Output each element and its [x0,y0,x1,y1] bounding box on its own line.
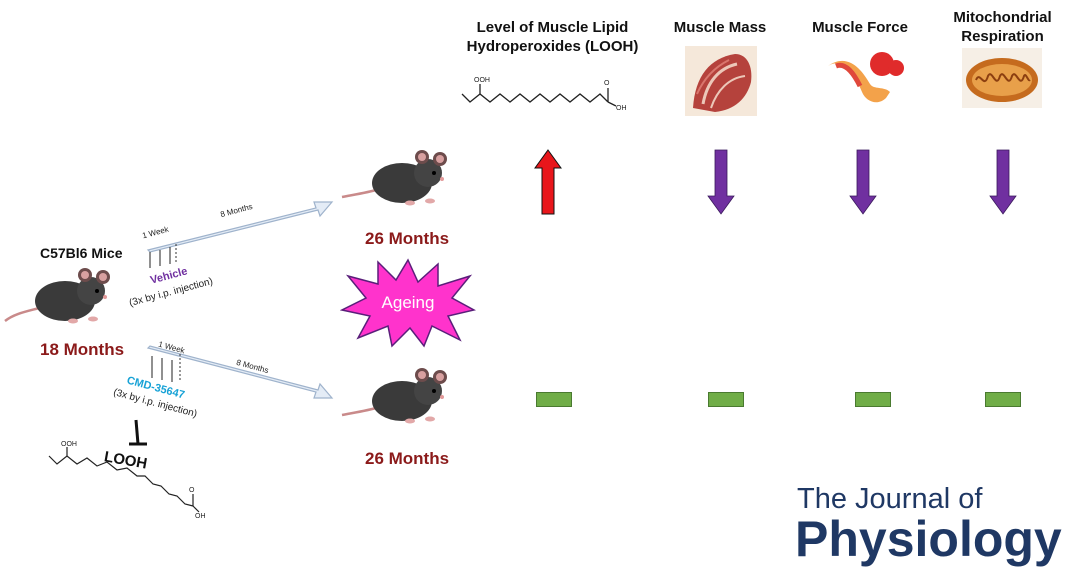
inhibition-symbol [129,419,147,446]
muscle-force-down-arrow [849,149,877,215]
mouse-icon-bottom [341,368,447,424]
muscle-mass-icon [685,46,757,116]
muscle-force-icon [828,52,904,103]
mitochondria-icon [962,48,1042,108]
timeline-arrow-top [146,201,334,268]
ageing-label: Ageing [382,293,435,312]
looh-structure-top: OOH O OH [461,77,627,112]
muscle-force-no-change-bar [855,392,891,407]
journal-name-line1: The Journal of [797,483,983,515]
muscle-mass-no-change-bar [708,392,744,407]
mouse-icon-top [341,150,447,206]
header-looh: Level of Muscle Lipid Hydroperoxides (LO… [466,19,639,55]
mouse-icon-start [4,268,110,324]
header-mitochondrial-respiration: Mitochondrial Respiration [953,9,1052,45]
o-label-top: O [604,80,610,87]
mito-no-change-bar [985,392,1021,407]
ooh-label-top: OOH [474,77,490,84]
journal-name-line2: Physiology [795,511,1062,567]
looh-no-change-bar [536,392,572,407]
o-label-bottom: O [189,487,195,494]
bottom-age-label: 26 Months [365,449,450,468]
header-muscle-mass: Muscle Mass [673,19,767,36]
oh-label-top: OH [616,105,627,112]
start-strain-label: C57Bl6 Mice [40,245,123,261]
mito-down-arrow [989,149,1017,215]
start-age-label: 18 Months [40,340,125,359]
oh-label-bottom: OH [195,513,206,520]
looh-structure-bottom: OOH O OH [48,441,206,520]
timeline-arrow-bottom [146,345,334,399]
header-muscle-force: Muscle Force [812,19,908,36]
top-age-label: 26 Months [365,229,450,248]
looh-up-arrow [534,149,562,215]
ooh-label-bottom: OOH [61,441,77,448]
muscle-mass-down-arrow [707,149,735,215]
ageing-starburst: Ageing [340,258,476,348]
